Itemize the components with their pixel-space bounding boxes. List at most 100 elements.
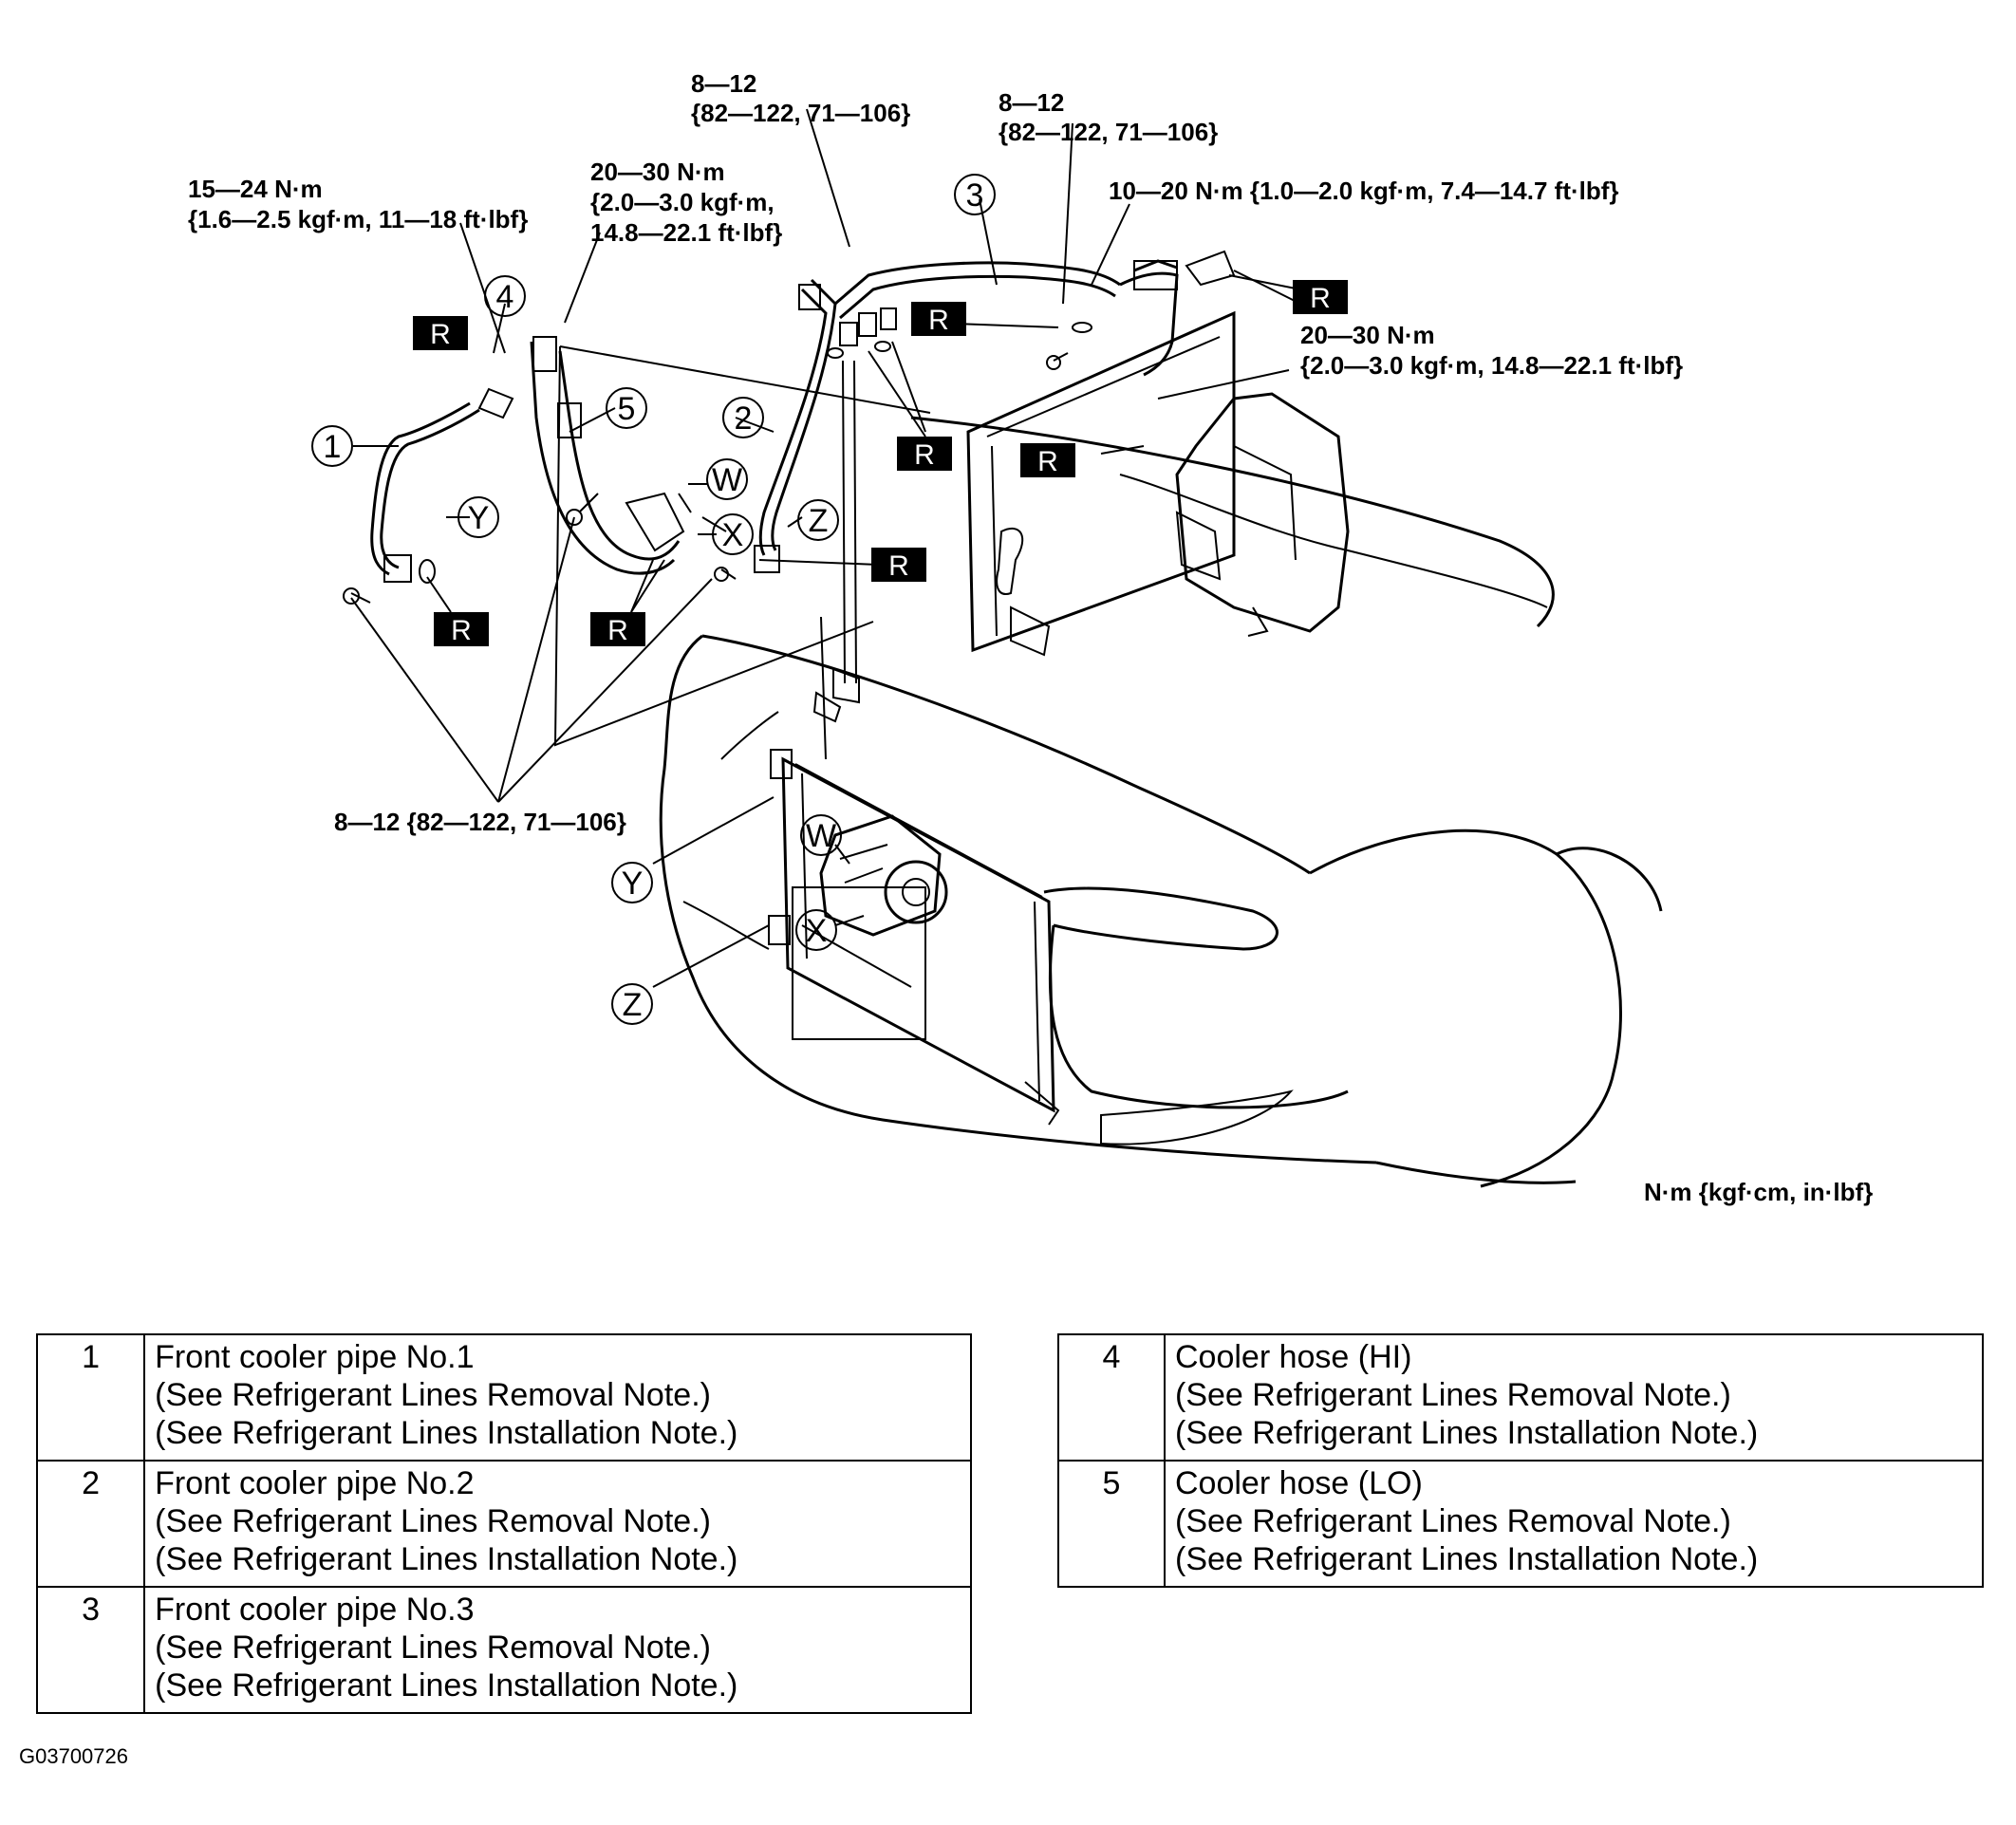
svg-text:R: R <box>451 615 472 646</box>
torque-label-6b: {2.0—3.0 kgf·m, 14.8—22.1 ft·lbf} <box>1300 351 1683 380</box>
part-name: Cooler hose (LO) <box>1175 1465 1423 1501</box>
part-name: Front cooler pipe No.1 <box>155 1339 475 1375</box>
part-callouts: 1 4 5 2 3 W X Y Z W X Y Z <box>311 174 996 1025</box>
torque-label-1b: {82—122, 71—106} <box>691 99 910 127</box>
torque-label-3a: 15—24 N·m <box>188 175 323 203</box>
svg-text:R: R <box>928 305 949 336</box>
part-description: Cooler hose (LO) (See Refrigerant Lines … <box>1164 1460 1984 1588</box>
svg-text:3: 3 <box>966 177 984 214</box>
torque-label-2b: {82—122, 71—106} <box>999 118 1218 146</box>
svg-text:X: X <box>722 517 744 553</box>
torque-label-4b: {2.0—3.0 kgf·m, <box>590 188 775 216</box>
svg-text:W: W <box>806 818 836 854</box>
torque-label-2a: 8—12 <box>999 88 1064 117</box>
torque-label-5: 10—20 N·m {1.0—2.0 kgf·m, 7.4—14.7 ft·lb… <box>1109 177 1619 205</box>
part-description: Front cooler pipe No.3 (See Refrigerant … <box>143 1586 972 1714</box>
torque-label-7: 8—12 {82—122, 71—106} <box>334 808 626 836</box>
svg-text:X: X <box>806 913 828 949</box>
part-note: (See Refrigerant Lines Installation Note… <box>155 1667 738 1704</box>
engine-bay-panels <box>553 310 1236 1040</box>
torque-label-4a: 20—30 N·m <box>590 158 725 186</box>
part-note: (See Refrigerant Lines Installation Note… <box>1175 1415 1759 1451</box>
part-description: Cooler hose (HI) (See Refrigerant Lines … <box>1164 1333 1984 1462</box>
part-number: 5 <box>1057 1460 1166 1588</box>
part-description: Front cooler pipe No.1 (See Refrigerant … <box>143 1333 972 1462</box>
replace-marker: R <box>413 316 468 350</box>
svg-text:Y: Y <box>622 866 644 902</box>
front-cooler-pipe-1 <box>343 387 514 605</box>
svg-text:5: 5 <box>618 391 636 427</box>
front-cooler-pipe-2 <box>714 278 837 582</box>
replace-marker: R <box>590 612 645 646</box>
part-name: Cooler hose (HI) <box>1175 1339 1412 1375</box>
replace-marker: R <box>434 612 489 646</box>
torque-label-1a: 8—12 <box>691 69 756 98</box>
part-number: 3 <box>35 1586 146 1714</box>
table-row: 5 Cooler hose (LO) (See Refrigerant Line… <box>1057 1460 1984 1588</box>
refrigerant-lines-diagram: 8—12 {82—122, 71—106} 8—12 {82—122, 71—1… <box>188 69 1873 1206</box>
part-note: (See Refrigerant Lines Removal Note.) <box>155 1629 711 1666</box>
parts-table-left: 1 Front cooler pipe No.1 (See Refrigeran… <box>35 1333 972 1714</box>
torque-label-3b: {1.6—2.5 kgf·m, 11—18 ft·lbf} <box>188 205 528 233</box>
svg-text:R: R <box>607 615 628 646</box>
svg-text:Z: Z <box>809 503 829 539</box>
cooler-hoses <box>530 336 685 575</box>
part-name: Front cooler pipe No.2 <box>155 1465 475 1501</box>
figure-code: G03700726 <box>19 1744 128 1768</box>
part-note: (See Refrigerant Lines Installation Note… <box>1175 1541 1759 1577</box>
svg-text:R: R <box>888 550 909 582</box>
svg-text:R: R <box>430 319 451 350</box>
callout-W-bottom: W <box>800 814 842 856</box>
svg-text:Z: Z <box>623 987 643 1023</box>
part-note: (See Refrigerant Lines Removal Note.) <box>1175 1503 1731 1539</box>
svg-text:4: 4 <box>496 279 514 315</box>
torque-label-4c: 14.8—22.1 ft·lbf} <box>590 218 782 247</box>
svg-text:1: 1 <box>324 429 342 465</box>
svg-text:Y: Y <box>468 500 490 536</box>
callout-W-top: W <box>706 458 748 500</box>
callout-5: 5 <box>606 387 647 429</box>
callout-Z-bottom: Z <box>611 983 653 1025</box>
parts-table-right: 4 Cooler hose (HI) (See Refrigerant Line… <box>1057 1333 1984 1588</box>
replace-marker: R <box>871 548 926 582</box>
part-number: 2 <box>35 1460 146 1588</box>
unit-note: N·m {kgf·cm, in·lbf} <box>1644 1178 1873 1206</box>
part-note: (See Refrigerant Lines Removal Note.) <box>1175 1377 1731 1413</box>
callout-4: 4 <box>484 275 526 317</box>
compressor <box>819 814 948 937</box>
heater-unit <box>1119 392 1548 637</box>
vehicle-body-outline <box>659 416 1663 1188</box>
replace-marker: R <box>911 302 966 336</box>
part-name: Front cooler pipe No.3 <box>155 1592 475 1628</box>
svg-text:W: W <box>712 462 742 498</box>
callout-X-bottom: X <box>795 909 837 951</box>
torque-labels: 8—12 {82—122, 71—106} 8—12 {82—122, 71—1… <box>188 69 1873 1206</box>
part-note: (See Refrigerant Lines Installation Note… <box>155 1415 738 1451</box>
callout-Y-top: Y <box>457 496 499 538</box>
front-cooler-pipe-3 <box>812 250 1236 723</box>
part-note: (See Refrigerant Lines Removal Note.) <box>155 1377 711 1413</box>
replace-marker: R <box>1293 280 1348 314</box>
table-row: 1 Front cooler pipe No.1 (See Refrigeran… <box>35 1333 972 1462</box>
part-description: Front cooler pipe No.2 (See Refrigerant … <box>143 1460 972 1588</box>
torque-label-6a: 20—30 N·m <box>1300 321 1435 349</box>
svg-text:2: 2 <box>735 400 753 437</box>
callout-3: 3 <box>954 174 996 215</box>
table-row: 4 Cooler hose (HI) (See Refrigerant Line… <box>1057 1333 1984 1462</box>
callout-Z-top: Z <box>797 499 839 541</box>
callout-X-top: X <box>712 513 754 555</box>
callout-Y-bottom: Y <box>611 862 653 903</box>
part-number: 1 <box>35 1333 146 1462</box>
svg-text:R: R <box>1037 446 1058 477</box>
part-number: 4 <box>1057 1333 1166 1462</box>
callout-2: 2 <box>722 397 764 438</box>
table-row: 2 Front cooler pipe No.2 (See Refrigeran… <box>35 1460 972 1588</box>
callout-1: 1 <box>311 425 353 467</box>
part-note: (See Refrigerant Lines Removal Note.) <box>155 1503 711 1539</box>
replace-markers: R R R R R R R R <box>413 280 1348 646</box>
part-note: (See Refrigerant Lines Installation Note… <box>155 1541 738 1577</box>
replace-marker: R <box>1020 443 1075 477</box>
svg-text:R: R <box>914 439 935 471</box>
svg-text:R: R <box>1310 283 1331 314</box>
table-row: 3 Front cooler pipe No.3 (See Refrigeran… <box>35 1586 972 1714</box>
